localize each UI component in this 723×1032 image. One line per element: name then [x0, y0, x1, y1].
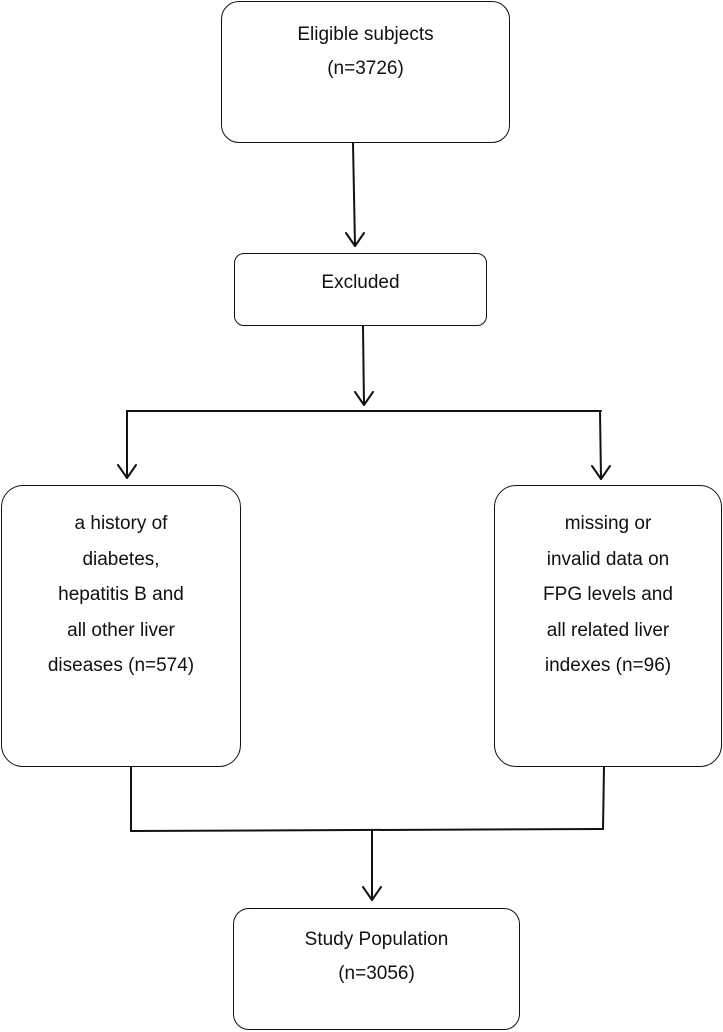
excluded-label: Excluded	[321, 272, 400, 293]
arrowhead-right-box	[591, 465, 611, 480]
exclusion-history-line-2: diabetes,	[82, 548, 160, 570]
exclusion-missing-line-3: FPG levels and	[543, 584, 673, 605]
excluded-box: Excluded	[234, 253, 487, 326]
eligible-label: Eligible subjects	[297, 24, 434, 45]
arrowhead-left-box	[117, 464, 137, 479]
exclusion-history-line-4: all other liver	[67, 619, 175, 641]
merge-right-vertical	[602, 766, 605, 830]
exclusion-missing-line-2: invalid data on	[546, 548, 670, 570]
exclusion-missing-line-5: indexes (n=96)	[544, 655, 672, 676]
arrow-eligible-to-excluded	[352, 142, 356, 247]
study-count: (n=3056)	[338, 963, 415, 984]
exclusion-history-line-1: a history of	[74, 513, 168, 534]
arrow-excluded-to-split	[362, 325, 365, 406]
study-label: Study Population	[304, 929, 449, 950]
exclusion-missing-line-4: all related liver	[546, 619, 670, 641]
merge-bar	[130, 828, 604, 832]
arrowhead-study	[362, 886, 382, 901]
arrow-to-right-box	[599, 410, 602, 480]
eligible-count: (n=3726)	[327, 58, 404, 79]
exclusion-history-line-5: diseases (n=574)	[47, 655, 195, 676]
eligible-subjects-box: Eligible subjects (n=3726)	[221, 1, 510, 143]
exclusion-missing-data-box: missing or invalid data on FPG levels an…	[494, 485, 722, 767]
exclusion-history-line-3: hepatitis B and	[58, 584, 184, 605]
study-population-box: Study Population (n=3056)	[233, 908, 520, 1030]
exclusion-history-box: a history of diabetes, hepatitis B and a…	[1, 485, 241, 767]
exclusion-missing-line-1: missing or	[564, 513, 652, 534]
arrowhead-excluded	[345, 232, 365, 247]
arrowhead-split	[354, 391, 374, 406]
